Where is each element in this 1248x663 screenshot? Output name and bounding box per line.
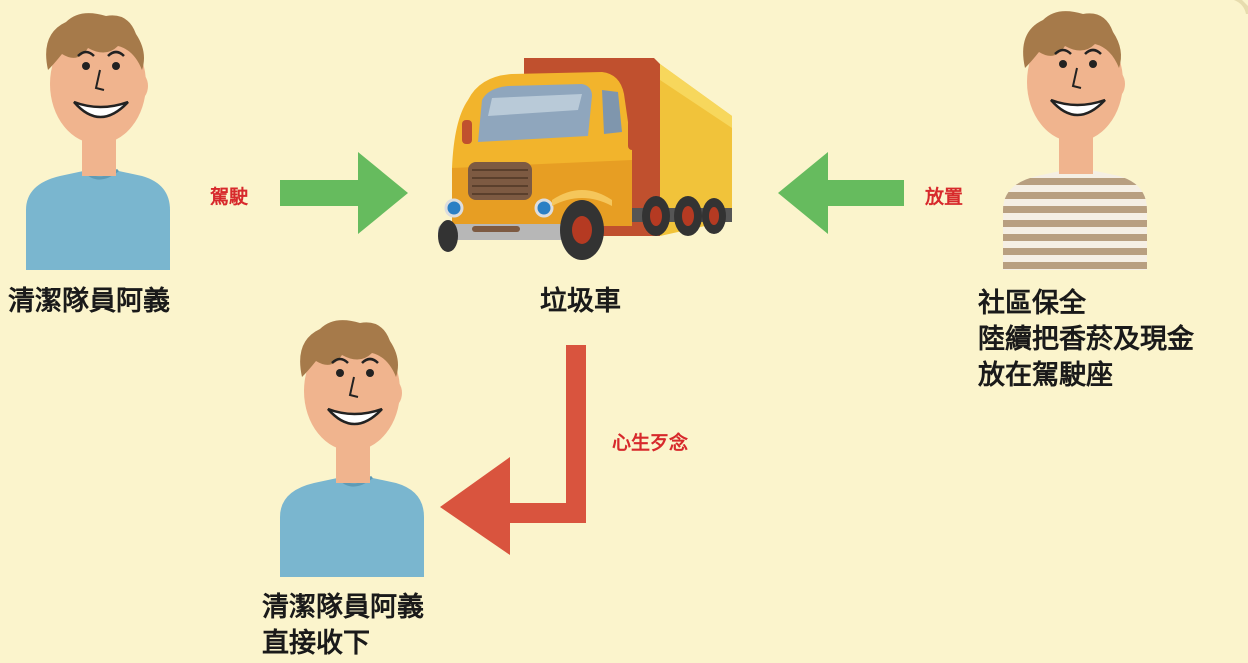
arrow-place-icon [778,152,904,234]
node-label-cleaner-bottom: 清潔隊員阿義 直接收下 [262,590,424,662]
guard-line-1: 社區保全 [978,288,1086,319]
edge-label-drive: 駕駛 [210,186,249,208]
cleaner-bottom-person-icon [280,320,424,577]
truck-line-1: 垃圾車 [540,286,621,317]
guard-line-3: 放在駕駛座 [978,360,1113,391]
arrow-drive-icon [280,152,408,234]
cleaner-bottom-line-1: 清潔隊員阿義 [262,592,424,623]
node-label-guard: 社區保全 陸續把香菸及現金 放在駕駛座 [978,286,1194,394]
cleaner-top-person-icon [26,13,170,270]
page-corner-curl [1234,0,1248,14]
node-label-cleaner-top: 清潔隊員阿義 [8,284,170,320]
node-label-truck: 垃圾車 [540,284,621,320]
guard-person-icon [1003,11,1147,270]
guard-line-2: 陸續把香菸及現金 [978,324,1194,355]
cleaner-top-line-1: 清潔隊員阿義 [8,286,170,317]
edge-label-greed: 心生歹念 [612,432,689,454]
edge-label-place: 放置 [925,186,964,208]
arrow-greed-icon [440,345,586,555]
garbage-truck-icon [438,58,732,260]
cleaner-bottom-line-2: 直接收下 [262,628,370,659]
